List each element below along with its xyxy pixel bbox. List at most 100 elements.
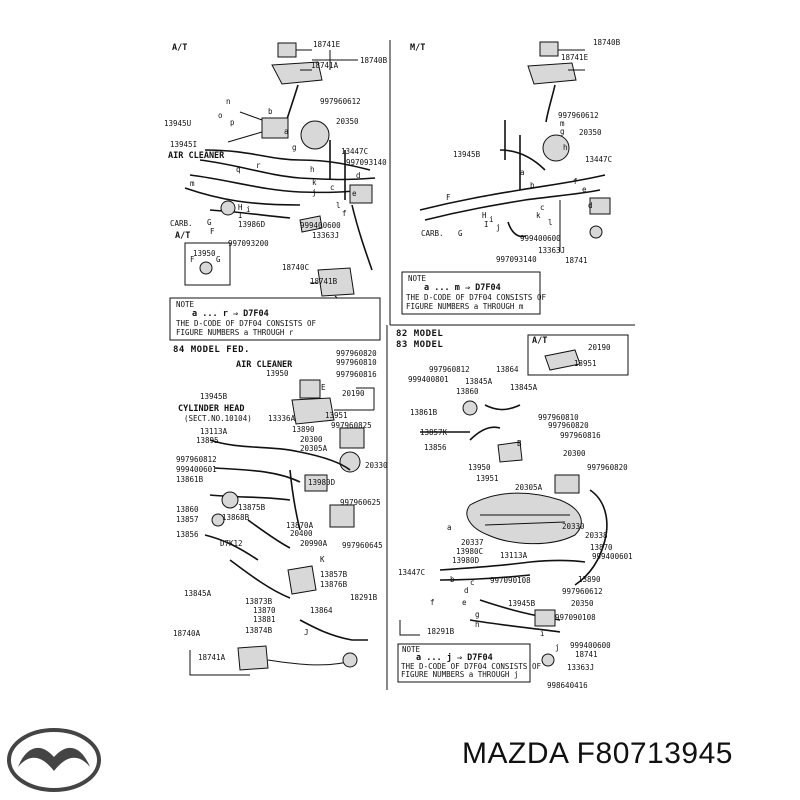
part-label: 13113A [500, 551, 528, 560]
part-label: d [464, 586, 469, 595]
part-label: e [352, 189, 357, 198]
part-label: i [540, 629, 545, 638]
part-label: m [190, 179, 195, 188]
part-label: f [430, 598, 435, 607]
svg-text:a ... m ⇒ D7F04: a ... m ⇒ D7F04 [424, 283, 501, 293]
part-label: H [238, 203, 243, 212]
solenoid-lower-part [317, 267, 355, 297]
solenoid-part [277, 42, 297, 58]
part-label: b [450, 575, 455, 584]
svg-text:THE D-CODE OF D7F04 CONSISTS O: THE D-CODE OF D7F04 CONSISTS OF [176, 319, 316, 328]
part-label: l [336, 201, 341, 210]
part-label: 997960825 [331, 421, 372, 430]
part-label: 20350 [579, 128, 602, 137]
part-label: h [563, 143, 568, 152]
section-at-top: A/T [172, 43, 187, 53]
part-label: 20190 [588, 343, 611, 352]
part-label: 999400801 [408, 375, 449, 384]
part-label: 997090108 [555, 613, 596, 622]
part-label: 997960612 [558, 111, 599, 120]
part-label: 18291B [427, 627, 455, 636]
part-label: 999400601 [592, 552, 633, 561]
part-label: 13113A [200, 427, 228, 436]
part-label: 997960810 [336, 358, 377, 367]
label-air-cleaner-tl: AIR CLEANER [168, 151, 225, 161]
part-label: c [470, 578, 475, 587]
part-label: 20305A [300, 444, 328, 453]
part-label: f [573, 177, 578, 186]
part-label: 997960612 [562, 587, 603, 596]
part-label: 13856 [176, 530, 199, 539]
part-label: c [330, 183, 335, 192]
svg-text:A/T: A/T [532, 336, 547, 346]
part-label: n [226, 97, 231, 106]
part-label: CYLINDER HEAD [178, 404, 245, 414]
part-label: 997960812 [429, 365, 470, 374]
part-label: 13873B [245, 597, 273, 606]
part-label: 13895 [196, 436, 219, 445]
part-label: h [475, 620, 480, 629]
part-label: 13986D [238, 220, 266, 229]
part-label: 13945B [200, 392, 228, 401]
svg-text:THE D-CODE OF D7F04 CONSISTS O: THE D-CODE OF D7F04 CONSISTS OF [406, 293, 546, 302]
part-label: j [496, 223, 501, 232]
part-label: 13447C [341, 147, 368, 156]
part-label: 13945U [164, 119, 191, 128]
part-label: 18741E [313, 40, 341, 49]
part-label: f [342, 209, 347, 218]
part-label: 13980C [456, 547, 483, 556]
part-label: j [555, 643, 560, 652]
part-label: 18741B [310, 277, 338, 286]
bracket-part [271, 61, 323, 85]
svg-text:AIR CLEANER: AIR CLEANER [236, 360, 293, 370]
part-label: p [230, 118, 235, 127]
valve-part [300, 120, 330, 150]
part-label: 18741 [575, 650, 598, 659]
part-label: 997960625 [340, 498, 381, 507]
part-label: 997960820 [587, 463, 628, 472]
part-label: CARB. [170, 219, 193, 228]
part-label: CARB. [421, 229, 444, 238]
part-label: 13845A [465, 377, 493, 386]
part-label: 13861B [176, 475, 204, 484]
part-label: b [530, 181, 535, 190]
part-label: o [218, 111, 223, 120]
part-label: 13945B [453, 150, 481, 159]
part-label: 13881 [253, 615, 276, 624]
svg-text:NOTE: NOTE [402, 645, 421, 654]
part-label: 13447C [585, 155, 612, 164]
part-label: d [588, 201, 593, 210]
part-label: 997090108 [490, 576, 531, 585]
part-label: 997960812 [176, 455, 217, 464]
part-label: 997960645 [342, 541, 383, 550]
svg-text:NOTE: NOTE [408, 274, 427, 283]
part-label: 18291B [350, 593, 378, 602]
part-label: 18740C [282, 263, 309, 272]
part-label: k [536, 211, 541, 220]
part-label: 18740B [593, 38, 621, 47]
part-label: H [482, 211, 487, 220]
part-label: a [520, 168, 525, 177]
section-mt-top: M/T [410, 43, 425, 53]
part-label: k [312, 178, 317, 187]
part-label: B [517, 439, 522, 448]
part-label: a [284, 127, 289, 136]
part-label: 20990A [300, 539, 328, 548]
part-label: 13870 [590, 543, 613, 552]
part-label: e [582, 185, 587, 194]
part-label: 13845A [510, 383, 538, 392]
part-label: 13945B [508, 599, 536, 608]
part-label: h [310, 165, 315, 174]
section-82: 82 MODEL [396, 329, 443, 339]
part-label: 13951 [325, 411, 348, 420]
note-box-tl [169, 297, 381, 341]
part-label: 20337 [461, 538, 484, 547]
part-label: 997960820 [548, 421, 589, 430]
part-label: 13363J [538, 246, 565, 255]
part-label: i [246, 205, 251, 214]
part-label: G [207, 218, 212, 227]
part-label: K [320, 555, 325, 564]
part-label: E [321, 383, 326, 392]
part-label: G [458, 229, 463, 238]
part-label: b [268, 107, 273, 116]
